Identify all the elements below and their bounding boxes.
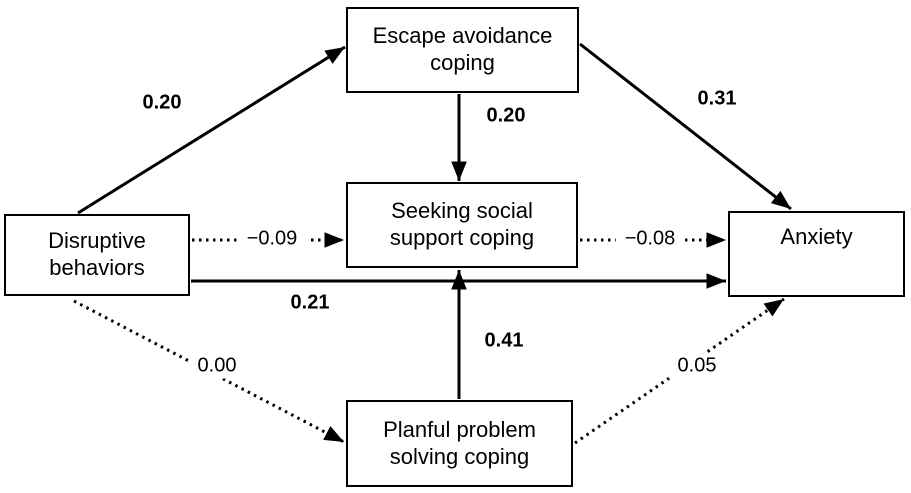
path-escape-to-anxiety-line (579, 42, 792, 211)
node-planful-problem-solving-coping: Planful problem solving coping (346, 400, 573, 487)
coefficient-escape-seeking: 0.20 (486, 104, 526, 127)
node-label-line: Escape avoidance (372, 23, 553, 49)
coefficient-escape-anxiety: 0.31 (697, 87, 737, 110)
coefficient-planful-anxiety: 0.05 (668, 353, 726, 379)
coefficient-planful-seeking: 0.41 (484, 329, 524, 352)
node-label-line: coping (430, 50, 495, 75)
coefficient-disruptive-seeking: −0.09 (237, 226, 307, 252)
node-escape-avoidance-coping: Escape avoidance coping (346, 7, 579, 93)
node-label-line: support coping (389, 225, 535, 250)
node-label-line: behaviors (49, 255, 145, 280)
node-label-line: solving coping (389, 443, 530, 469)
node-label-line: Planful problem (383, 416, 536, 442)
node-anxiety: Anxiety (728, 211, 905, 297)
node-label-line: Anxiety (780, 224, 853, 249)
node-seeking-social-support-coping: Seeking social support coping (346, 182, 578, 268)
coefficient-disruptive-planful: 0.00 (188, 353, 246, 379)
node-label-line: Disruptive (48, 228, 146, 254)
path-disruptive-to-escape-line (77, 45, 346, 215)
node-disruptive-behaviors: Disruptive behaviors (4, 214, 190, 296)
path-disruptive-to-planful-line (73, 299, 345, 444)
coefficient-disruptive-anxiety: 0.21 (290, 291, 330, 314)
coefficient-disruptive-escape: 0.20 (142, 91, 182, 114)
coefficient-seeking-anxiety: −0.08 (615, 226, 685, 252)
node-label-line: Seeking social (391, 198, 533, 224)
